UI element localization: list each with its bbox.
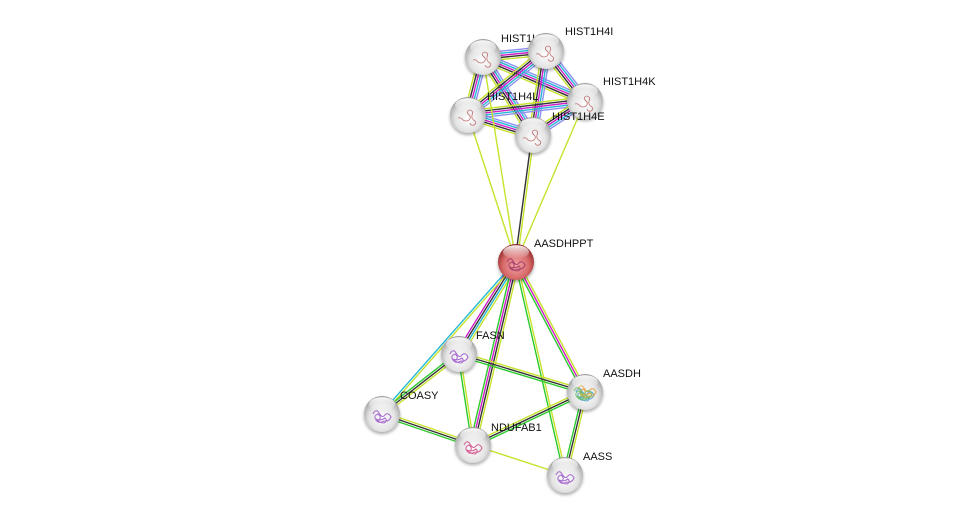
node-highlight — [552, 458, 578, 472]
edge-ndufab1-aasdh[interactable] — [471, 389, 587, 448]
node-label: HIST1H4K — [603, 76, 656, 88]
edge-line-neighborhood — [458, 355, 585, 395]
edge-aasdhppt-hist1h4d[interactable] — [482, 56, 517, 263]
edge-line-textmining — [515, 100, 586, 263]
protein-structure-icon — [555, 471, 575, 485]
node-highlight — [369, 397, 395, 411]
edge-aasdhppt-hist1h4k[interactable] — [515, 100, 586, 263]
node-ndufab1[interactable]: NDUFAB1 — [455, 422, 542, 463]
node-coasy[interactable]: COASY — [364, 390, 439, 432]
node-highlight — [446, 337, 472, 351]
node-highlight — [470, 40, 496, 54]
edge-line-textmining — [475, 262, 520, 446]
nodes-layer: HIST1H4DHIST1H4IHIST1H4KHIST1H4LHIST1H4E… — [364, 26, 656, 493]
node-label: AASDHPPT — [534, 238, 594, 250]
edge-line-coexpression — [457, 261, 516, 354]
node-aasdh[interactable]: AASDH — [567, 368, 641, 410]
edge-line-homology — [484, 52, 587, 98]
edge-hist1h4d-hist1h4k[interactable] — [481, 52, 587, 106]
edge-line-coexpression — [473, 262, 518, 446]
edge-line-textmining — [482, 56, 517, 263]
edge-line-textmining — [459, 351, 586, 391]
edge-aasdhppt-ndufab1[interactable] — [469, 261, 520, 446]
node-hist1h4i[interactable]: HIST1H4I — [528, 26, 613, 69]
edge-line-databases — [459, 262, 518, 355]
edge-line-neighborhood — [513, 262, 584, 394]
edge-line-neighborhood — [469, 261, 514, 445]
node-aass[interactable]: AASS — [547, 451, 612, 493]
edge-line-experiments — [471, 261, 516, 445]
node-label: AASDH — [603, 368, 641, 380]
node-highlight — [455, 98, 481, 112]
node-label: FASN — [476, 330, 505, 342]
edge-line-coexpression — [458, 353, 586, 393]
edge-line-coexpression — [467, 98, 585, 114]
edge-line-experiments — [515, 261, 586, 393]
node-highlight — [533, 34, 559, 48]
edge-line-experiments — [455, 259, 514, 353]
node-fasn[interactable]: FASN — [441, 330, 505, 372]
edge-line-databases — [380, 260, 516, 414]
node-label: HIST1H4L — [487, 91, 538, 103]
edge-line-experiments — [467, 100, 586, 116]
edge-line-textmining — [467, 114, 517, 263]
edge-line-databases — [468, 102, 586, 118]
edge-line-neighborhood — [473, 393, 587, 448]
node-label: HIST1H4I — [565, 26, 613, 38]
edge-line-textmining — [517, 260, 588, 392]
protein-structure-icon — [372, 410, 392, 424]
edge-line-coexpression — [472, 391, 586, 446]
edge-line-textmining — [481, 60, 584, 106]
edge-line-coexpression — [514, 134, 533, 262]
node-highlight — [572, 375, 598, 389]
node-label: HIST1H4E — [552, 111, 605, 123]
protein-structure-icon — [506, 258, 526, 272]
node-highlight — [572, 84, 598, 98]
edge-line-textmining — [471, 389, 585, 444]
node-hist1h4e[interactable]: HIST1H4E — [515, 111, 605, 153]
node-hist1h4k[interactable]: HIST1H4K — [567, 76, 656, 119]
edge-line-databases — [483, 54, 587, 100]
protein-structure-icon — [573, 385, 597, 402]
edge-aasdhppt-hist1h4e[interactable] — [514, 134, 535, 263]
edge-line-experiments — [482, 56, 586, 102]
node-label: AASS — [583, 451, 612, 463]
protein-structure-icon — [449, 350, 469, 364]
edge-aasdhppt-aass[interactable] — [514, 261, 567, 476]
edge-line-textmining — [516, 135, 535, 263]
node-highlight — [460, 428, 486, 442]
edge-line-neighborhood — [514, 262, 565, 476]
edge-aasdhppt-fasn[interactable] — [455, 259, 520, 357]
protein-structure-icon — [463, 441, 483, 455]
edge-fasn-aasdh[interactable] — [458, 351, 586, 395]
node-aasdhppt[interactable]: AASDHPPT — [498, 238, 594, 280]
edge-line-coexpression — [481, 58, 585, 104]
edge-aasdhppt-hist1h4l[interactable] — [467, 114, 517, 263]
node-label: NDUFAB1 — [491, 422, 542, 434]
edge-hist1h4k-hist1h4l[interactable] — [467, 96, 586, 120]
edge-aasdhppt-aasdh[interactable] — [513, 260, 588, 394]
edge-line-textmining — [467, 96, 585, 112]
node-label: COASY — [400, 390, 439, 402]
edge-line-textmining — [516, 261, 567, 475]
node-hist1h4l[interactable]: HIST1H4L — [450, 91, 538, 133]
node-highlight — [503, 245, 529, 259]
node-highlight — [520, 118, 546, 132]
